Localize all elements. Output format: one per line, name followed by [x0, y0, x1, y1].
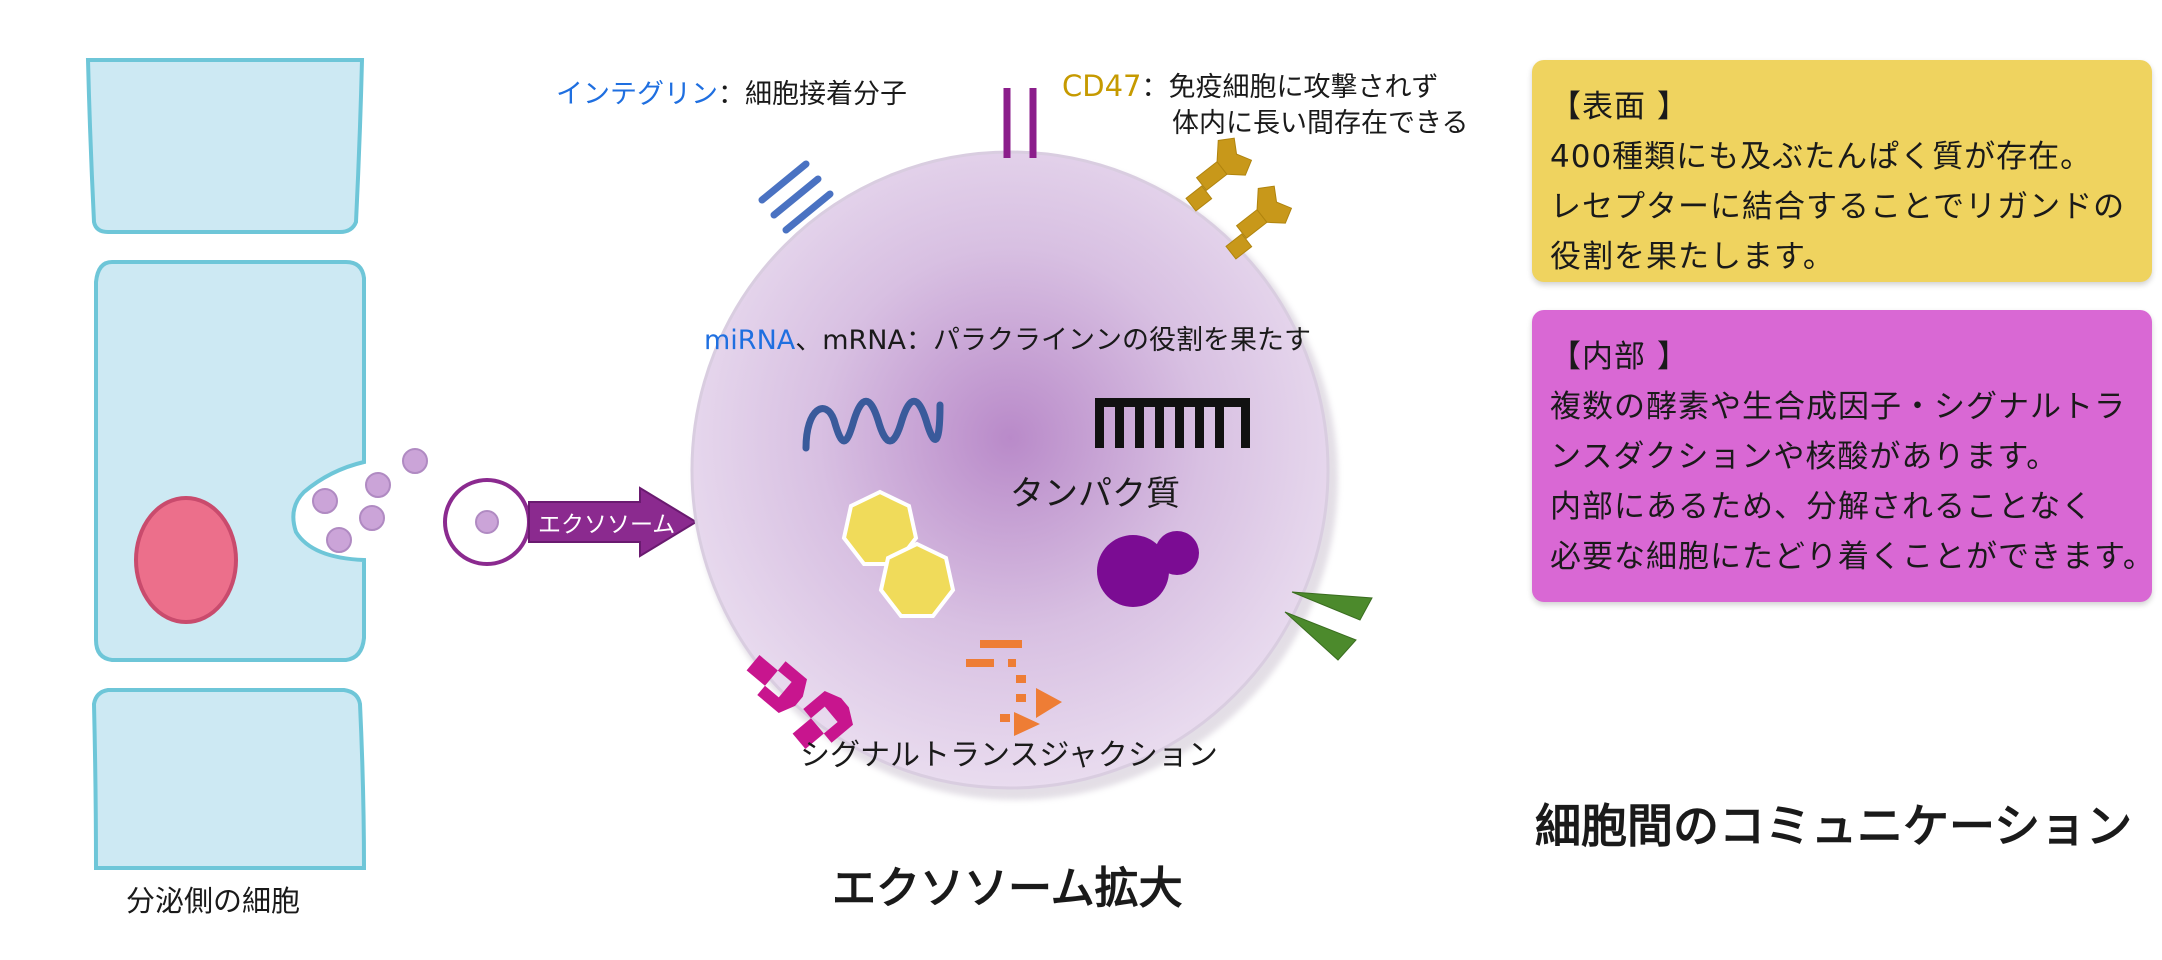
exosome-arrow-label: エクソソーム	[538, 512, 676, 538]
inner-line: 必要な細胞にたどり着くことができます。	[1550, 539, 2155, 575]
signal-cascade-icon	[966, 640, 1062, 736]
integrin-desc: ：細胞接着分子	[718, 79, 907, 110]
middle-cell	[94, 260, 366, 662]
surface-heading: 【表面 】	[1550, 89, 1689, 125]
lower-cell	[91, 688, 367, 870]
cone-icon	[1284, 591, 1373, 661]
mirna-term: miRNA	[704, 325, 796, 356]
exosome-arrow	[528, 486, 698, 558]
cd47-icon	[1003, 88, 1037, 158]
surface-line: 400種類にも及ぶたんぱく質が存在。	[1550, 139, 2093, 175]
signal-transduction-label: シグナルトランスジャクション	[800, 738, 1218, 773]
inner-line: 内部にあるため、分解されることなく	[1550, 489, 2094, 525]
protein-hexagon-icon	[841, 489, 956, 618]
integrin-annotation: インテグリン：細胞接着分子	[556, 72, 907, 111]
inner-heading: 【内部 】	[1550, 339, 1689, 375]
upper-cell	[85, 58, 365, 234]
surface-info-box: 【表面 】 400種類にも及ぶたんぱく質が存在。 レセプターに結合することでリガ…	[1532, 60, 2152, 282]
protein-label: タンパク質	[1010, 474, 1180, 514]
cd47-annotation: CD47：免疫細胞に攻撃されず 体内に長い間存在できる	[1062, 68, 1468, 142]
inner-info-box: 【内部 】 複数の酵素や生合成因子・シグナルトラ ンスダクションや核酸があります…	[1532, 310, 2155, 602]
exosome-arrow-group	[443, 478, 698, 566]
integrin-icon	[758, 160, 834, 234]
communication-title: 細胞間のコミュニケーション	[1535, 799, 2133, 853]
surface-line: 役割を果たします。	[1550, 239, 1835, 275]
secreting-cell-label: 分泌側の細胞	[126, 884, 301, 918]
integrin-term: インテグリン	[556, 79, 718, 110]
cd47-desc-line1: ：免疫細胞に攻撃されず	[1141, 72, 1439, 103]
mrna-icon	[1095, 398, 1250, 448]
ligand-icon	[1185, 137, 1293, 260]
inner-line: 複数の酵素や生合成因子・シグナルトラ	[1550, 389, 2126, 425]
rna-annotation: miRNA、mRNA：パラクラインンの役割を果たす	[704, 318, 1311, 357]
signal-molecule-icon	[746, 655, 853, 749]
inner-line: ンスダクションや核酸があります。	[1550, 439, 2059, 475]
exosome-enlarged-caption: エクソソーム拡大	[832, 863, 1183, 914]
rna-desc: 、mRNA：パラクラインンの役割を果たす	[795, 325, 1311, 356]
surface-line: レセプターに結合することでリガンドの	[1550, 189, 2126, 225]
mirna-icon	[802, 397, 944, 452]
secreted-vesicles	[312, 448, 428, 553]
secreting-cell-column	[85, 58, 428, 870]
protein-blob-icon	[1097, 531, 1199, 607]
cd47-desc-line2: 体内に長い間存在できる	[1172, 108, 1469, 139]
nucleus	[134, 496, 238, 624]
cd47-term: CD47	[1062, 69, 1142, 103]
